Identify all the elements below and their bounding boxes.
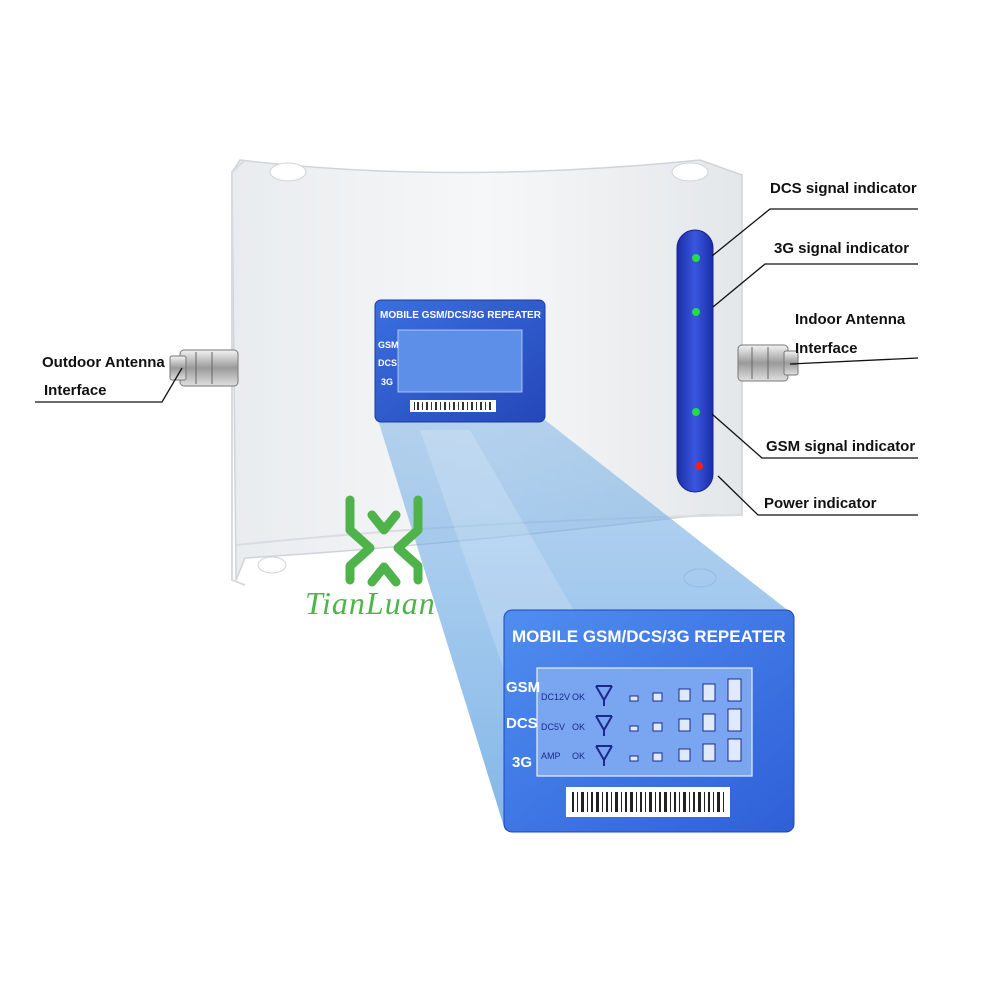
antenna-icon (595, 685, 613, 766)
band-label-3g: 3G (512, 754, 532, 771)
callout-lines (35, 208, 919, 516)
tianluan-logo-icon (345, 495, 423, 587)
outdoor-antenna-label: Outdoor Antenna (42, 354, 165, 371)
status-dc12v: DC12V (541, 692, 570, 702)
status-amp: AMP (541, 751, 561, 761)
band-label-dcs: DCS (506, 715, 538, 732)
small-panel-title: MOBILE GSM/DCS/3G REPEATER (380, 310, 542, 321)
outdoor-antenna-label-line2: Interface (44, 382, 107, 399)
barcode (572, 792, 724, 812)
barcode-label (566, 787, 730, 817)
3g-led (692, 308, 700, 316)
power-led (695, 462, 703, 470)
status-amp-ok: OK (572, 751, 585, 761)
status-dc5v: DC5V (541, 722, 565, 732)
indoor-antenna-label: Indoor Antenna (795, 311, 906, 328)
dcs-led (692, 254, 700, 262)
indicator-strip (676, 229, 714, 493)
status-dc5v-ok: OK (572, 722, 585, 732)
gsm-indicator-label: GSM signal indicator (766, 438, 916, 455)
small-band-dcs: DCS (378, 358, 397, 368)
indoor-antenna-label-line2: Interface (795, 340, 858, 357)
small-band-3g: 3G (381, 377, 393, 387)
gsm-led (692, 408, 700, 416)
large-lcd-panel: MOBILE GSM/DCS/3G REPEATER GSM DCS 3G DC… (503, 609, 795, 833)
power-indicator-label: Power indicator (764, 495, 877, 512)
signal-bars (629, 678, 742, 762)
outdoor-antenna-connector (169, 349, 239, 387)
small-band-gsm: GSM (378, 340, 399, 350)
brand-name: TianLuan (305, 585, 436, 621)
dcs-indicator-label: DCS signal indicator (770, 180, 917, 197)
status-dc12v-ok: OK (572, 692, 585, 702)
band-label-gsm: GSM (506, 679, 540, 696)
small-lcd-panel: MOBILE GSM/DCS/3G REPEATER GSM DCS 3G (374, 299, 546, 423)
large-panel-title: MOBILE GSM/DCS/3G REPEATER (512, 627, 786, 646)
indoor-antenna-connector (737, 344, 799, 382)
3g-indicator-label: 3G signal indicator (774, 240, 910, 257)
